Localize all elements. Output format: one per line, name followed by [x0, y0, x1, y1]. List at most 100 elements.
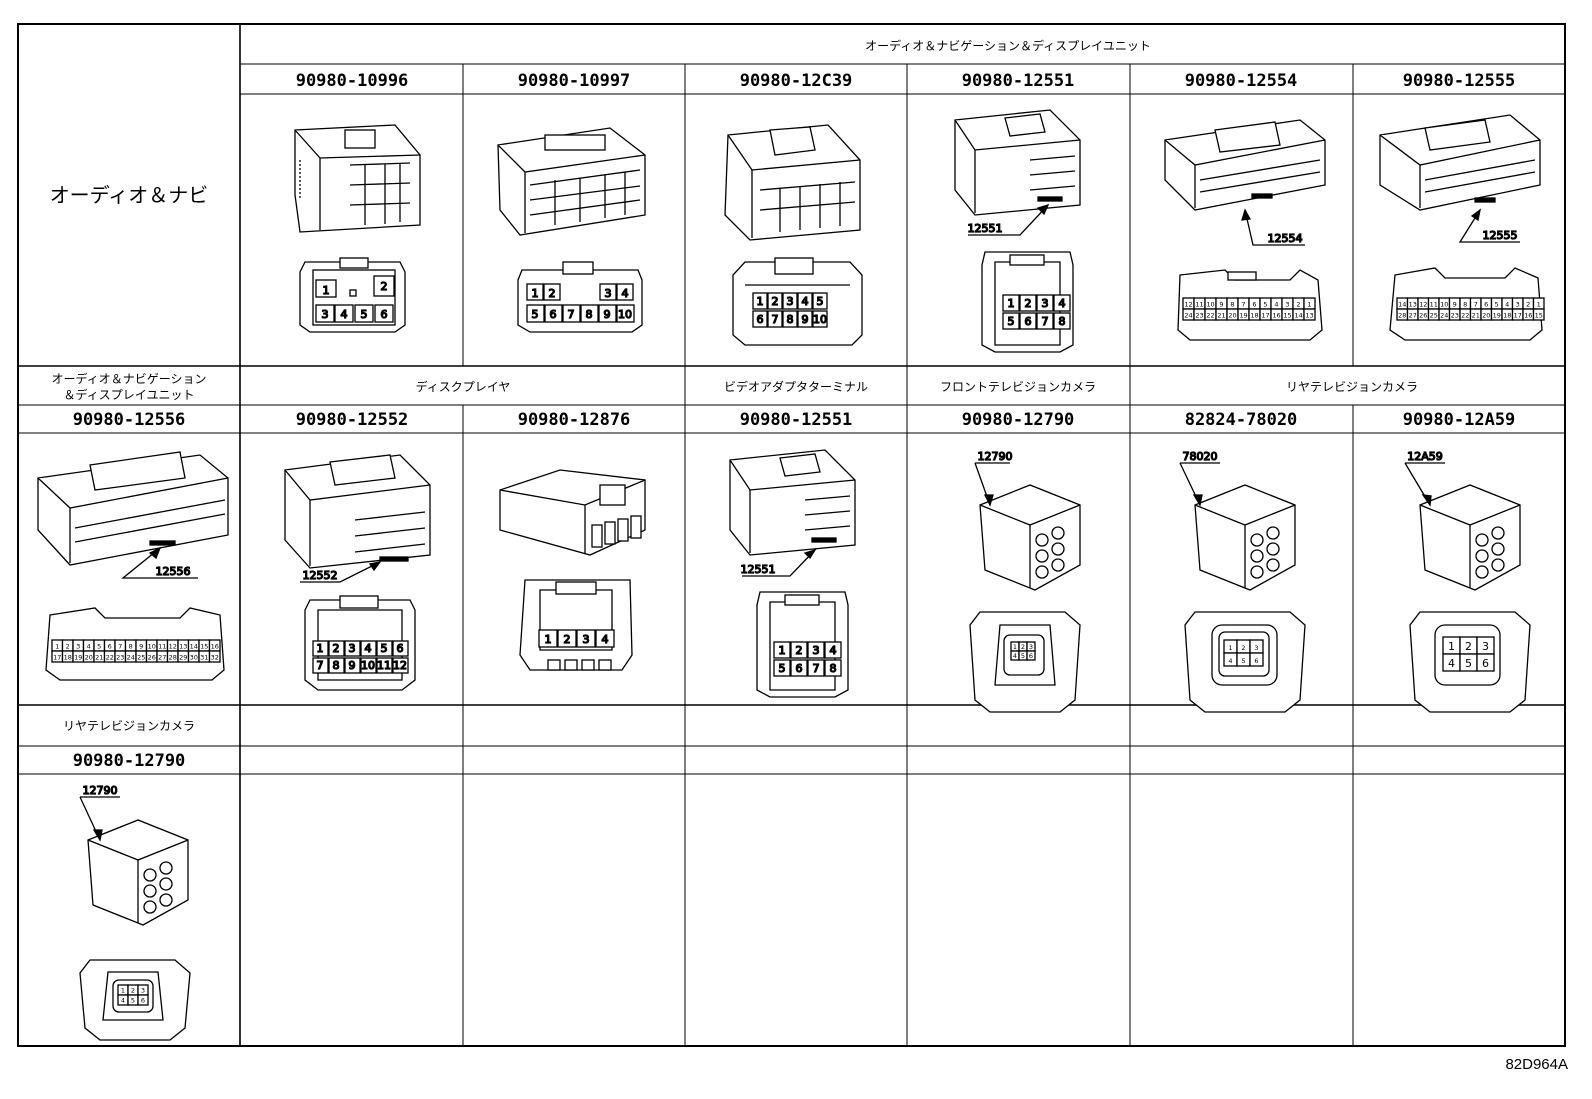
pin-label: 2	[1241, 644, 1245, 652]
pin-cell	[1249, 652, 1264, 667]
pin-label: 19	[74, 653, 82, 661]
pin-label: 6	[550, 308, 557, 321]
pin-label: 17	[53, 653, 61, 661]
pin-label: 17	[1261, 311, 1269, 319]
pin-label: 16	[1272, 311, 1280, 319]
pin-label: 14	[1398, 300, 1406, 308]
pin-label: 8	[586, 308, 593, 321]
pin-label: 11	[1195, 300, 1203, 308]
pin-label: 1	[1537, 300, 1541, 308]
pin-label: 11	[1430, 300, 1438, 308]
pin-label: 20	[1482, 311, 1490, 319]
pin-label: 8	[333, 659, 340, 672]
pin-label: 7	[772, 313, 779, 326]
pin-label: 2	[796, 644, 803, 657]
section-label-audio-navi: オーディオ＆ナビ	[50, 183, 209, 207]
pin-label: 6	[1484, 300, 1488, 308]
pin-label: 1	[323, 284, 330, 297]
connector-face-10pin	[517, 261, 643, 333]
pin-label: 1	[1448, 640, 1455, 653]
part-number: 90980-12C39	[740, 71, 853, 91]
connector-face-6pin-camera-a	[969, 611, 1081, 713]
pin-label: 24	[1184, 311, 1192, 319]
pin-label: 5	[97, 642, 101, 650]
pin-label: 6	[1029, 652, 1033, 660]
pin-label: 3	[787, 295, 794, 308]
pin-label: 6	[381, 308, 388, 321]
pin-label: 7	[118, 642, 122, 650]
pin-label: 2	[549, 287, 556, 300]
pin-label: 2	[66, 642, 70, 650]
pin-label: 24	[127, 653, 135, 661]
connector-face-8pin-a	[981, 251, 1074, 353]
callout-leader	[300, 561, 382, 583]
callout-label: 12552	[303, 569, 338, 582]
pin-label: 9	[802, 313, 809, 326]
pin-label: 4	[121, 997, 125, 1005]
pin-label: 1	[757, 295, 764, 308]
pin-label: 1	[779, 644, 786, 657]
pin-label: 2	[381, 280, 388, 293]
pin-label: 3	[583, 633, 590, 646]
pin-label: 28	[169, 653, 177, 661]
pin-label: 6	[141, 997, 145, 1005]
pin-label: 4	[365, 642, 372, 655]
section-label: ＆ディスプレイユニット	[64, 387, 195, 402]
pin-label: 5	[1241, 657, 1245, 665]
pin-label: 15	[1535, 311, 1543, 319]
pin-label: 6	[1252, 300, 1256, 308]
pin-label: 5	[817, 295, 824, 308]
pin-label: 23	[1195, 311, 1203, 319]
pin-label: 2	[1465, 640, 1472, 653]
callout-leader	[1458, 208, 1520, 243]
pin-label: 3	[76, 642, 80, 650]
pin-label: 1	[317, 642, 324, 655]
pin-label: 4	[1448, 657, 1455, 670]
part-number: 82824-78020	[1185, 410, 1298, 430]
pin-label: 1	[55, 642, 59, 650]
row2-part-numbers: 90980-12556 90980-12552 90980-12876 9098…	[73, 410, 1516, 430]
pin-label: 3	[1042, 297, 1049, 310]
pin-label: 29	[179, 653, 187, 661]
connector-face-4pin	[519, 579, 633, 671]
pin-label: 7	[317, 659, 324, 672]
pin-label: 18	[64, 653, 72, 661]
pin-label: 2	[131, 987, 135, 995]
pin-label: 15	[200, 642, 208, 650]
pin-cell	[1532, 308, 1545, 321]
pin-label: 5	[779, 662, 786, 675]
pin-label: 4	[602, 633, 609, 646]
pin-label: 9	[1453, 300, 1457, 308]
pin-label: 7	[1474, 300, 1478, 308]
pin-label: 12	[169, 642, 177, 650]
section-header-display-unit: オーディオ＆ナビゲーション＆ディスプレイユニット	[865, 38, 1151, 53]
pin-label: 10	[148, 642, 156, 650]
pin-label: 6	[1025, 315, 1032, 328]
section-label: オーディオ＆ナビゲーション	[52, 371, 207, 386]
pin-label: 4	[802, 295, 809, 308]
pin-label: 22	[106, 653, 114, 661]
pin-label: 27	[158, 653, 166, 661]
pin-label: 3	[1285, 300, 1289, 308]
pin-label: 1	[545, 633, 552, 646]
pin-label: 1	[121, 987, 125, 995]
part-number: 90980-12790	[962, 410, 1075, 430]
pin-label: 4	[1013, 652, 1017, 660]
pin-label: 17	[1514, 311, 1522, 319]
part-number: 90980-12551	[740, 410, 853, 430]
pin-label: 25	[1430, 311, 1438, 319]
section-label: ディスクプレイヤ	[416, 379, 511, 394]
pin-label: 10	[361, 659, 375, 672]
pin-label: 4	[830, 644, 837, 657]
pin-label: 22	[1206, 311, 1214, 319]
pin-label: 9	[604, 308, 611, 321]
pin-label: 16	[1524, 311, 1532, 319]
connector-isometric-12555	[1379, 114, 1541, 211]
callout-label: 12A59	[1407, 450, 1443, 463]
part-number: 90980-12556	[73, 410, 186, 430]
connector-face-10pin-b	[732, 257, 863, 346]
connector-isometric-12556	[37, 451, 229, 566]
